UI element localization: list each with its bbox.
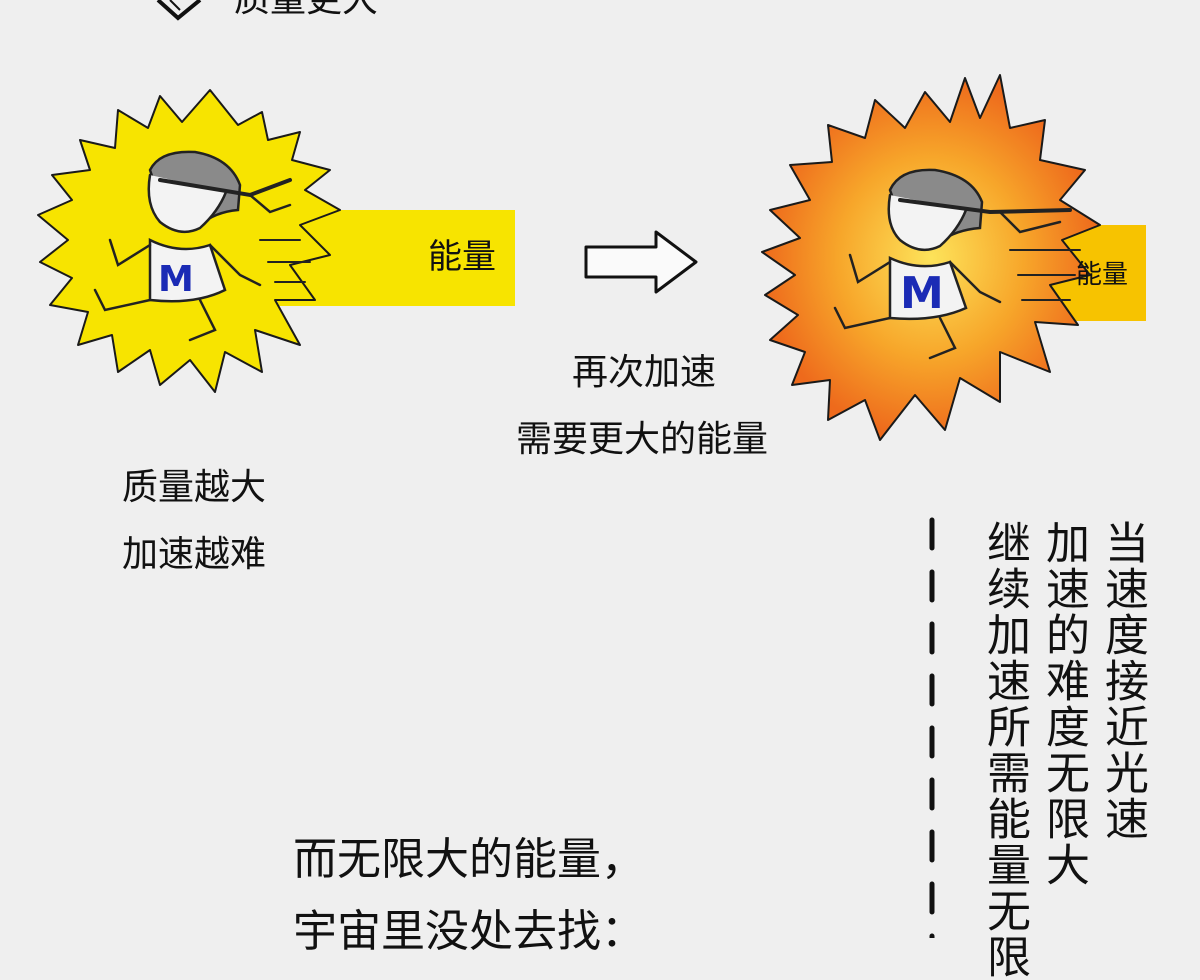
bottom-line2: 宇宙里没处去找： bbox=[293, 906, 645, 957]
energy-label-left: 能量 bbox=[428, 237, 496, 277]
energy-aura-right bbox=[761, 74, 1101, 441]
middle-caption-line1: 再次加速 bbox=[572, 352, 717, 393]
character-left bbox=[93, 150, 311, 342]
top-arrow-partial bbox=[156, 0, 202, 21]
vertical-text-col2: 加速的难度无限大 bbox=[1038, 520, 1089, 888]
left-caption-line2: 加速越难 bbox=[122, 534, 267, 575]
character-right bbox=[833, 168, 1081, 360]
energy-aura-left bbox=[37, 89, 341, 393]
illustration-canvas bbox=[37, 0, 1146, 938]
top-caption: 质量更大 bbox=[234, 0, 378, 18]
bottom-line1: 而无限大的能量， bbox=[293, 834, 645, 885]
mass-letter-right: M bbox=[900, 268, 944, 319]
left-caption-line1: 质量越大 bbox=[122, 467, 267, 508]
vertical-text-col3: 继续加速所需能量无限 bbox=[979, 520, 1030, 980]
right-arrow bbox=[584, 230, 698, 294]
vertical-text-col1: 当速度接近光速 bbox=[1097, 520, 1148, 842]
mass-letter-left: M bbox=[158, 259, 194, 300]
energy-label-right: 能量 bbox=[1076, 260, 1129, 290]
middle-caption-line2: 需要更大的能量 bbox=[516, 419, 769, 460]
